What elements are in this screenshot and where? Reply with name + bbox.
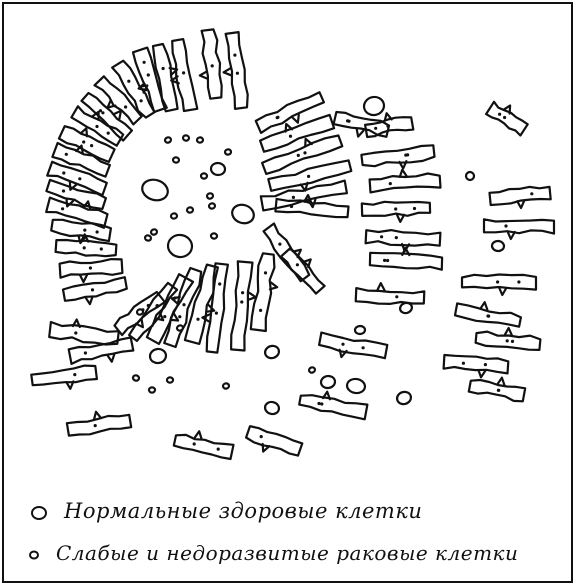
healthy-cell <box>164 268 201 347</box>
weak-cancer-cell <box>209 203 216 209</box>
weak-cancer-cell <box>320 375 336 389</box>
weak-cancer-cell <box>355 326 365 335</box>
healthy-cell <box>319 333 387 359</box>
healthy-cell <box>455 302 521 327</box>
healthy-cell <box>246 426 302 455</box>
weak-cancer-cell <box>144 235 151 242</box>
healthy-cell <box>490 187 551 208</box>
legend-normal-cells: Нормальные здоровые клетки <box>30 499 570 523</box>
healthy-cell <box>362 202 430 222</box>
weak-cancer-cell <box>399 301 413 314</box>
healthy-cell <box>281 249 325 294</box>
healthy-cell <box>231 261 256 350</box>
weak-cancer-cell <box>230 202 257 226</box>
weak-cancer-cell <box>206 193 213 200</box>
open-circle-icon <box>30 505 48 521</box>
weak-cancer-cell <box>362 95 385 117</box>
weak-cancer-cell <box>150 229 157 236</box>
healthy-cell <box>69 338 134 364</box>
weak-cancer-cell <box>171 213 178 219</box>
healthy-cell <box>67 412 131 436</box>
healthy-cell <box>268 160 351 190</box>
weak-cancer-cell <box>465 171 475 181</box>
weak-cancer-cell <box>167 377 173 383</box>
weak-cancer-cell <box>223 383 230 389</box>
weak-cancer-cell <box>201 173 207 179</box>
healthy-cell <box>171 39 197 111</box>
healthy-cell <box>361 145 434 168</box>
healthy-cell <box>200 29 222 98</box>
legend-normal-label: Нормальные здоровые клетки <box>64 499 422 523</box>
weak-cancer-cell <box>164 137 171 144</box>
weak-cancer-cell <box>173 157 180 163</box>
small-circle-icon <box>28 549 40 561</box>
weak-cancer-cell <box>210 162 225 175</box>
weak-cancer-cell <box>225 149 232 155</box>
weak-cancer-cell <box>346 378 366 394</box>
healthy-cell <box>462 275 536 296</box>
healthy-cell <box>356 283 425 304</box>
healthy-cell <box>31 366 97 389</box>
healthy-cell <box>370 170 441 193</box>
weak-cancer-cell <box>166 233 193 258</box>
healthy-cell <box>444 355 509 377</box>
healthy-cell <box>262 136 342 174</box>
legend-weak-label: Слабые и недоразвитые раковые клетки <box>56 541 518 565</box>
weak-cancer-cell <box>492 241 505 252</box>
healthy-cell <box>224 32 248 109</box>
healthy-cell <box>49 320 119 345</box>
weak-cancer-cell <box>149 348 167 365</box>
weak-cancer-cell <box>136 309 143 315</box>
healthy-cell <box>476 328 541 350</box>
healthy-cell <box>299 392 367 420</box>
healthy-cell <box>469 378 525 402</box>
weak-cancer-cell <box>197 137 204 143</box>
weak-cancer-cell <box>264 401 280 416</box>
healthy-cell <box>59 126 115 162</box>
healthy-cell <box>486 102 528 136</box>
healthy-cell <box>60 259 123 282</box>
weak-cancer-cell <box>176 325 183 332</box>
healthy-cell <box>56 234 117 256</box>
weak-cancer-cell <box>264 344 281 359</box>
weak-cancer-cell <box>211 233 217 239</box>
weak-cancer-cell <box>308 367 315 374</box>
healthy-cell <box>174 431 234 459</box>
weak-cancer-cell <box>140 177 171 204</box>
healthy-cell <box>370 248 442 270</box>
healthy-cell <box>251 253 277 331</box>
weak-cancer-cell <box>149 387 155 393</box>
legend-weak-cells: Слабые и недоразвитые раковые клетки <box>28 541 568 565</box>
healthy-cell <box>366 230 441 251</box>
weak-cancer-cell <box>396 390 413 405</box>
healthy-cell <box>484 219 554 239</box>
weak-cancer-cell <box>132 375 139 382</box>
healthy-cell <box>63 277 127 304</box>
weak-cancer-cell <box>182 135 189 141</box>
weak-cancer-cell <box>187 207 194 213</box>
